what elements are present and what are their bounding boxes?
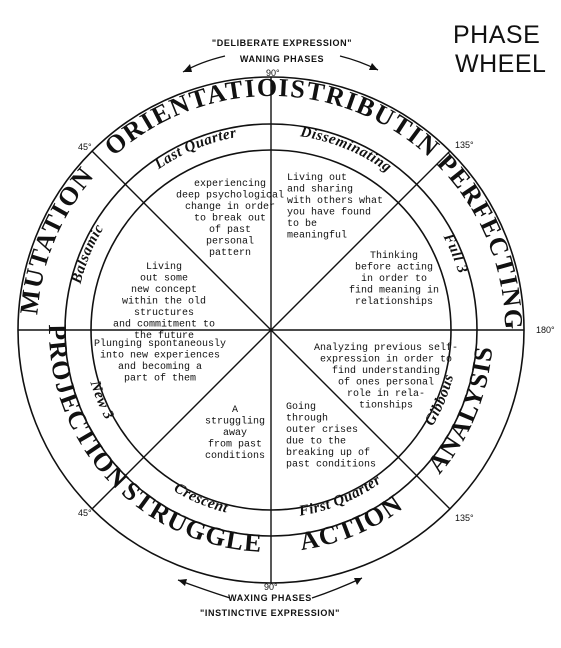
description-line: experiencing [194, 178, 266, 190]
phase-name-full-moon: Full 3 [439, 230, 470, 275]
description-line: find understanding [332, 365, 440, 377]
description-line: with others what [287, 195, 383, 207]
top-subcaption: WANING PHASES [240, 54, 324, 64]
bottom-caption: "INSTINCTIVE EXPRESSION" [200, 608, 340, 618]
description-line: deep psychological [176, 190, 284, 202]
description-line: to break out [194, 213, 266, 225]
description-line: struggling [205, 416, 265, 428]
description-line: into new experiences [100, 350, 220, 362]
description-line: Going [286, 401, 316, 413]
description-line: find meaning in [349, 285, 439, 297]
description-line: and sharing [287, 184, 353, 196]
divider-line [91, 150, 451, 510]
degree-label-upper-left: 45° [78, 142, 92, 152]
description-line: A [232, 405, 238, 416]
description-line: of past [209, 224, 251, 236]
description-line: breaking up of [286, 447, 370, 459]
description-line: change in order [185, 201, 275, 213]
top-left-arrowhead [183, 64, 192, 72]
degree-label-upper-right: 135° [455, 140, 474, 150]
degree-label-bottom: 90° [264, 582, 278, 592]
description-line: personal [206, 236, 254, 248]
title-line-1: PHASE [453, 21, 540, 49]
description-line: outer crises [286, 424, 358, 436]
description-gibbous: Analyzing previous self-expression in or… [314, 342, 458, 412]
description-line: conditions [205, 450, 265, 462]
description-line: part of them [124, 373, 196, 385]
description-line: pattern [209, 248, 251, 259]
description-line: through [286, 413, 328, 425]
description-line: Living out [287, 172, 347, 184]
description-line: tionships [359, 400, 413, 412]
description-line: to be [287, 218, 317, 230]
description-line: and commitment to [113, 319, 215, 331]
description-line: meaningful [287, 230, 347, 242]
description-line: in order to [361, 273, 427, 285]
degree-label-top: 90° [266, 68, 280, 78]
description-line: past conditions [286, 459, 376, 471]
diagram-title: PHASE WHEEL [453, 21, 546, 78]
description-line: away [223, 428, 247, 439]
description-line: from past [208, 439, 262, 451]
description-line: within the old [122, 296, 206, 308]
description-line: Living [146, 261, 182, 273]
description-line: new concept [131, 285, 197, 296]
phase-dividers [18, 77, 524, 583]
description-line: you have found [287, 207, 371, 219]
bottom-subcaption: WAXING PHASES [228, 593, 312, 603]
description-line: expression in order to [320, 354, 452, 366]
description-line: role in rela- [347, 388, 425, 400]
phase-name-last-quarter: Last Quarter [151, 125, 238, 173]
top-caption: "DELIBERATE EXPRESSION" [212, 38, 352, 48]
bottom-left-arrowhead [178, 579, 187, 586]
description-line: Plunging spontaneously [94, 338, 226, 350]
top-right-arrowhead [369, 63, 378, 70]
degree-label-lower-right: 135° [455, 513, 474, 523]
description-line: of ones personal [338, 377, 434, 389]
description-line: structures [134, 308, 194, 319]
degree-label-lower-left: 45° [78, 508, 92, 518]
description-line: the future [134, 330, 194, 342]
description-line: Thinking [370, 250, 418, 262]
description-line: and becoming a [118, 361, 202, 373]
phase-name-balsamic: Balsamic [69, 222, 108, 287]
bottom-right-arrow [311, 577, 363, 599]
title-line-2: WHEEL [455, 50, 546, 78]
description-line: Analyzing previous self- [314, 342, 458, 354]
description-line: relationships [355, 296, 433, 308]
degree-label-right: 180° [536, 325, 555, 335]
description-line: before acting [355, 262, 433, 274]
description-line: due to the [286, 436, 346, 448]
description-line: out some [140, 274, 188, 285]
bottom-right-arrowhead [354, 578, 362, 585]
phase-name-disseminating: Disseminating [298, 124, 394, 176]
